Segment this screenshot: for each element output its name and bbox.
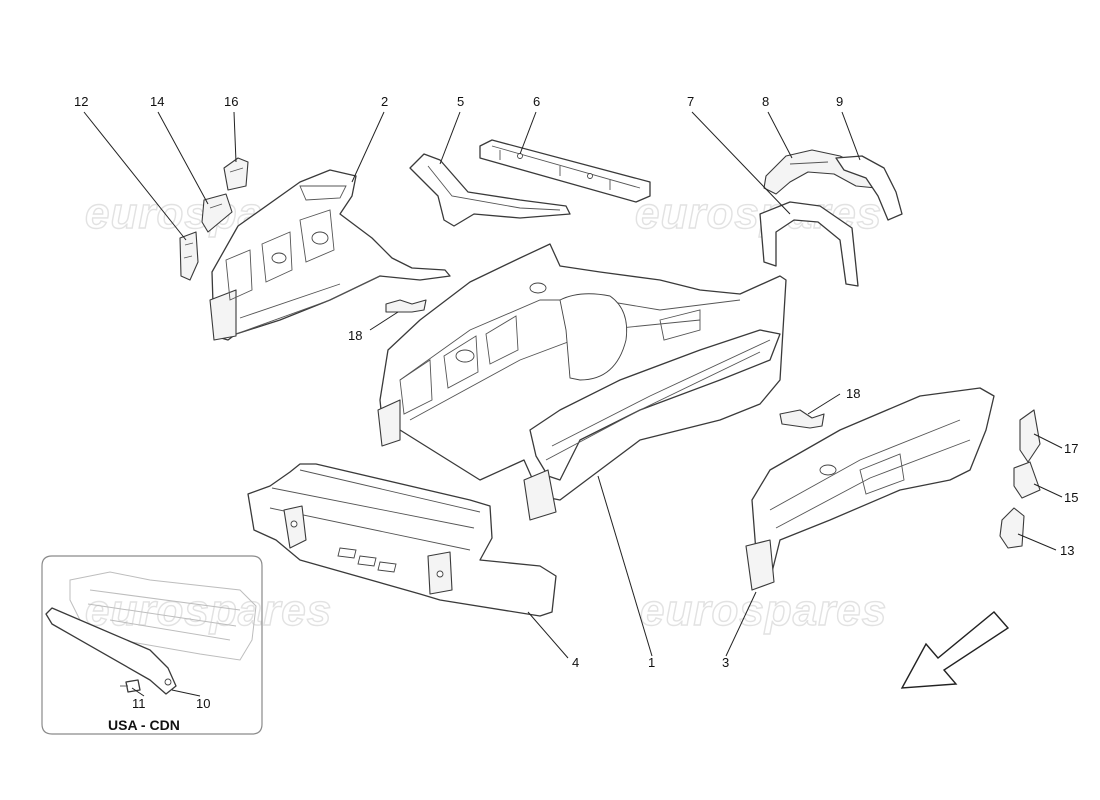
callout-12: 12: [74, 94, 88, 109]
callout-14: 14: [150, 94, 164, 109]
part-18-bracket-upper: [385, 299, 427, 313]
callout-2: 2: [381, 94, 388, 109]
leader-lines: [83, 111, 1063, 697]
part-13-bracket: [999, 507, 1025, 549]
part-16-bracket: [223, 157, 249, 191]
part-7-arch-panel: [759, 201, 859, 287]
callout-18-lower: 18: [846, 386, 860, 401]
callout-4: 4: [572, 655, 579, 670]
front-direction-arrow-icon: [900, 611, 1010, 689]
callout-5: 5: [457, 94, 464, 109]
callout-7: 7: [687, 94, 694, 109]
part-3-right-front-rail: [745, 387, 995, 591]
part-17-bracket: [1019, 409, 1041, 463]
callout-15: 15: [1064, 490, 1078, 505]
callout-16: 16: [224, 94, 238, 109]
part-18-bracket-lower: [779, 409, 825, 429]
part-15-bracket: [1013, 461, 1041, 499]
watermark-4: eurospares: [640, 586, 887, 635]
part-1-lower-rail: [523, 329, 781, 521]
callout-1: 1: [648, 655, 655, 670]
part-14-bracket: [201, 193, 233, 233]
usa-cdn-inset: USA - CDN: [41, 555, 263, 735]
callout-17: 17: [1064, 441, 1078, 456]
callout-labels: 12 14 16 2 5 6 7 8 9 18 18 17 15 13 4 1 …: [74, 94, 1078, 711]
watermark-3: eurospares: [85, 586, 332, 635]
part-4-bumper-beam: [247, 463, 557, 617]
part-9-wheelarch-liner: [835, 155, 903, 221]
callout-8: 8: [762, 94, 769, 109]
callout-10: 10: [196, 696, 210, 711]
callout-13: 13: [1060, 543, 1074, 558]
part-5-reinforcement: [409, 153, 571, 227]
callout-9: 9: [836, 94, 843, 109]
callout-3: 3: [722, 655, 729, 670]
part-2-left-front-frame: [209, 169, 451, 341]
part-6-crossmember: [479, 139, 651, 203]
part-1-main-front-chassis: [377, 243, 787, 501]
callout-18-upper: 18: [348, 328, 362, 343]
usa-cdn-label: USA - CDN: [108, 717, 180, 733]
callout-6: 6: [533, 94, 540, 109]
part-12-bracket: [179, 231, 199, 281]
callout-11: 11: [132, 696, 146, 711]
